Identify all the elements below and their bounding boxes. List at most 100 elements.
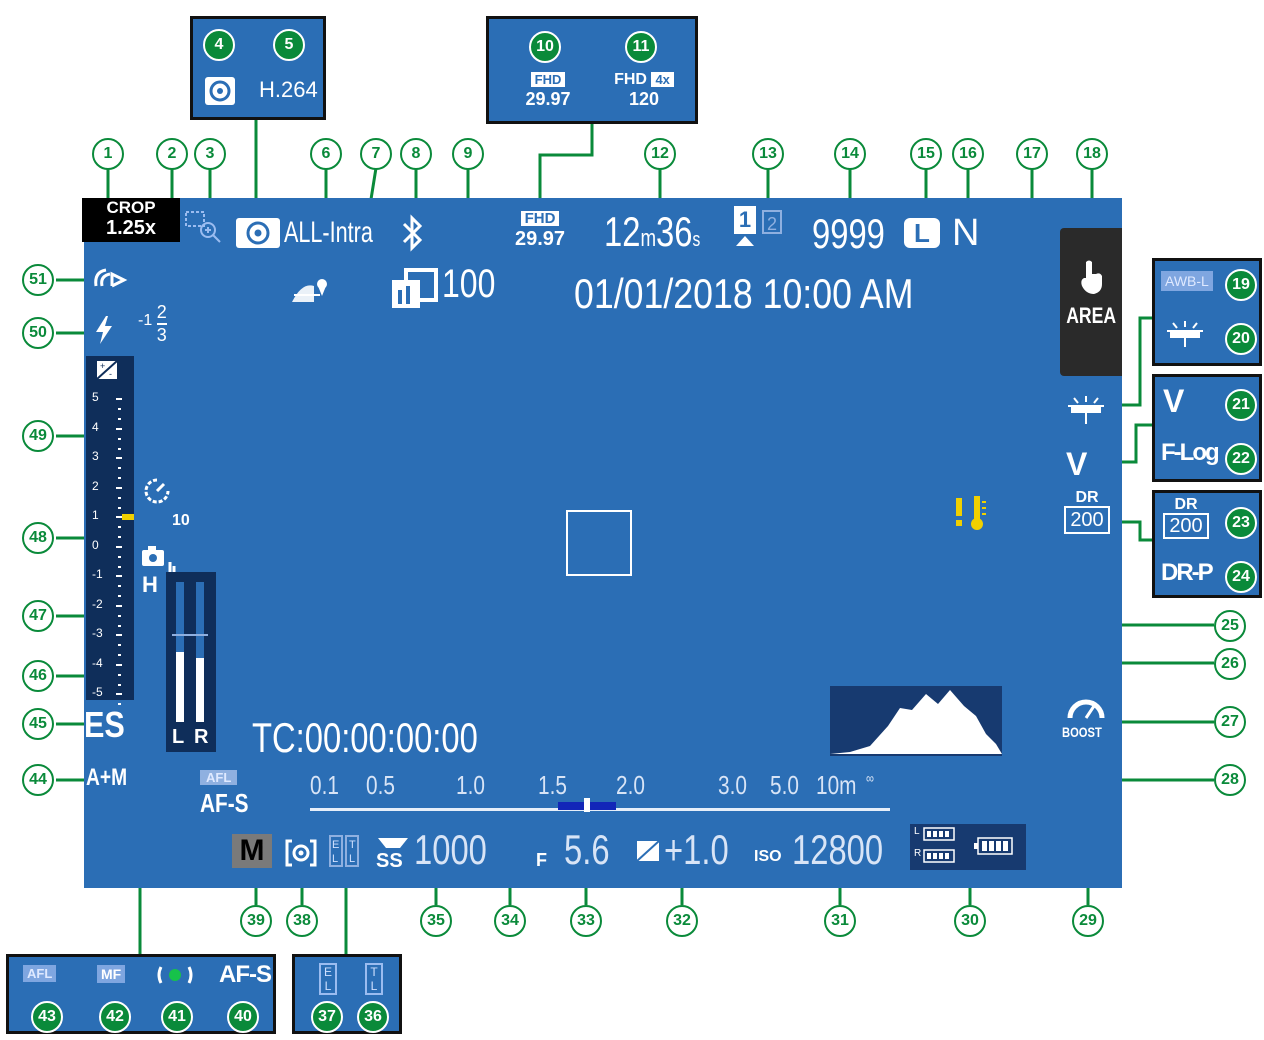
exposure-scale-tick <box>118 555 121 558</box>
exposure-scale-label: -5 <box>92 685 103 699</box>
audio-level-meter: L R <box>166 572 216 752</box>
digital-zoom-icon <box>184 210 224 249</box>
exposure-scale-label: 2 <box>92 478 99 493</box>
aperture-value: 5.6 <box>564 826 610 873</box>
exposure-scale-tick <box>116 663 122 666</box>
exposure-comp-small: -1 2 3 <box>138 302 167 346</box>
focus-distance-label: 1.0 <box>456 770 485 800</box>
focus-distance-label: 0.1 <box>310 770 339 800</box>
exposure-scale-tick <box>118 585 121 587</box>
callout-number-10: 10 <box>529 31 561 63</box>
callout-number-49: 49 <box>22 420 54 452</box>
callout-number-7: 7 <box>360 138 392 170</box>
focus-distance-label: 5.0 <box>770 770 799 800</box>
callout-number-40: 40 <box>227 1001 259 1033</box>
callout-number-4: 4 <box>203 29 235 61</box>
record-time-s-unit: s <box>692 229 701 251</box>
ss-label: SS <box>376 850 403 872</box>
exposure-scale-tick <box>118 644 121 646</box>
location-icon <box>288 276 332 309</box>
fhd-frame-rate: 29.97 <box>525 89 571 109</box>
af-s-label: AF-S <box>219 961 272 988</box>
temperature-warning-icon <box>952 494 992 539</box>
exposure-level-pointer <box>122 514 134 520</box>
callout-number-20: 20 <box>1225 323 1257 355</box>
focus-distance-label: 3.0 <box>718 770 747 800</box>
film-simulation-v-icon: V <box>1066 446 1088 482</box>
card-slot-1: 1 <box>734 206 756 234</box>
metering-icon <box>284 838 318 873</box>
callout-number-32: 32 <box>666 905 698 937</box>
image-size-indicator: L <box>904 218 940 248</box>
exposure-scale-tick <box>118 467 121 469</box>
exposure-scale-tick <box>118 526 121 528</box>
callout-number-12: 12 <box>644 138 676 170</box>
callout-number-29: 29 <box>1072 905 1104 937</box>
callout-number-13: 13 <box>752 138 784 170</box>
exposure-scale-tick <box>118 683 121 686</box>
callout-number-51: 51 <box>22 264 54 296</box>
exposure-scale-tick <box>116 398 122 400</box>
exposure-scale-tick <box>118 437 121 440</box>
electronic-shutter-label: ES <box>84 704 125 745</box>
callout-number-21: 21 <box>1225 389 1257 421</box>
callout-number-16: 16 <box>952 138 984 170</box>
callout-number-47: 47 <box>22 600 54 632</box>
exposure-scale-label: -4 <box>92 655 103 670</box>
touch-area-label: AREA <box>1066 303 1117 328</box>
exposure-scale-tick <box>118 496 121 499</box>
exposure-scale-tick <box>116 457 122 459</box>
exposure-scale-tick <box>116 634 122 636</box>
audio-channel-right: R <box>194 726 209 748</box>
callout-number-28: 28 <box>1214 764 1246 796</box>
exposure-scale-tick <box>118 536 121 538</box>
codec-all-intra-label: ALL-Intra <box>284 216 373 249</box>
focus-mode-af-s: AF-S <box>200 788 249 818</box>
exposure-scale-tick <box>116 693 122 695</box>
timecode-display: TC:00:00:00:00 <box>252 714 478 761</box>
battery-tag-l: L <box>914 826 920 837</box>
fhd-4x-label: FHD <box>614 71 647 88</box>
callout-box-36-37: E L T L 37 36 <box>292 954 402 1034</box>
exposure-scale-tick <box>118 713 121 715</box>
shutter-icon <box>205 77 235 105</box>
exposure-comp-small-num: 2 <box>156 302 167 325</box>
exposure-scale-tick <box>118 595 121 597</box>
callout-number-43: 43 <box>31 1001 63 1033</box>
callout-number-14: 14 <box>834 138 866 170</box>
callout-number-24: 24 <box>1225 561 1257 593</box>
record-time-m-unit: m <box>640 225 657 252</box>
exposure-comp-icon: +- <box>96 360 118 380</box>
date-time-display: 01/01/2018 10:00 AM <box>574 270 914 317</box>
exposure-scale-tick <box>118 654 121 656</box>
touch-area-button[interactable]: AREA <box>1060 228 1122 376</box>
exposure-scale-tick <box>116 575 122 577</box>
eye-af-tag-e: E <box>323 965 332 979</box>
afl-tag: AFL <box>200 770 238 785</box>
battery-icons <box>923 827 1013 863</box>
focus-distance-label: 1.5 <box>538 770 567 800</box>
exposure-scale-label: 0 <box>92 537 99 552</box>
callout-number-37: 37 <box>311 1001 343 1033</box>
callout-box-23-24: DR 200 23 DR-P 24 <box>1152 490 1262 598</box>
focus-frame[interactable] <box>566 510 632 576</box>
exposure-scale-tick <box>118 614 121 617</box>
shutter-speed-value: 1000 <box>414 826 487 873</box>
exposure-scale-tick <box>118 418 121 420</box>
callout-number-5: 5 <box>273 29 305 61</box>
self-timer-seconds: 10 <box>172 512 190 529</box>
exposure-scale-label: -2 <box>92 596 103 611</box>
callout-number-23: 23 <box>1225 507 1257 539</box>
callout-number-26: 26 <box>1214 648 1246 680</box>
dr-tag: DR <box>1075 489 1099 506</box>
frames-remaining: 9999 <box>812 210 885 257</box>
boost-gauge-icon <box>1066 698 1106 725</box>
exposure-scale-tick <box>118 624 121 627</box>
light-bulb-icon <box>1163 319 1207 354</box>
callout-number-30: 30 <box>954 905 986 937</box>
callout-number-41: 41 <box>161 1001 193 1033</box>
frame-rate-120: 120 <box>628 89 660 109</box>
dr-value: 200 <box>1064 506 1110 534</box>
afl-tag: AFL <box>23 965 57 982</box>
callout-box-40-43: AFL MF AF-S 43 42 41 40 <box>6 954 276 1034</box>
